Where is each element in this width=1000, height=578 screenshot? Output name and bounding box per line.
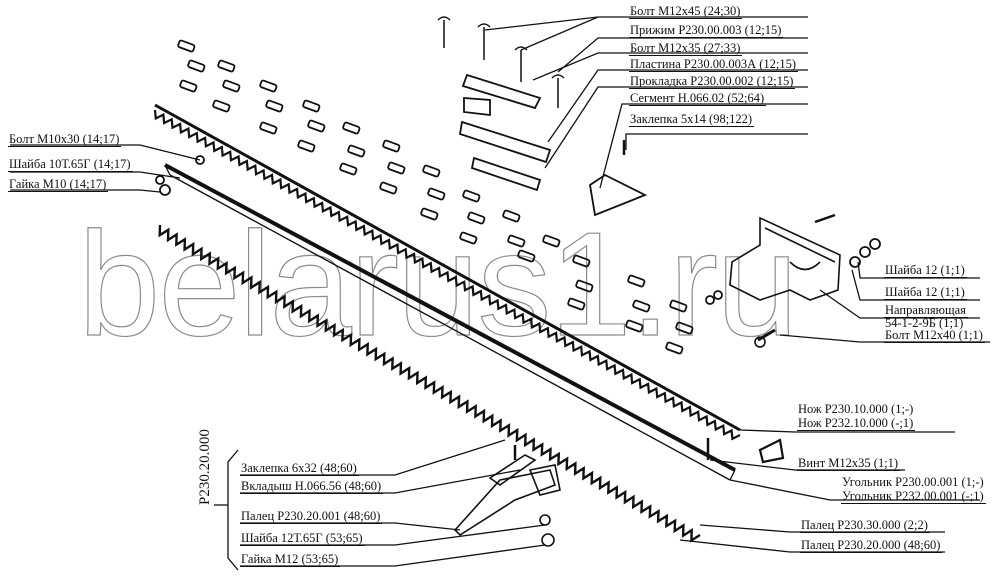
clip-part [625,319,644,333]
watermark-text: belarus1.ru [78,202,796,367]
clip-part [427,187,446,201]
clip-part [302,99,321,113]
label-bolt-m10x30: Болт М10х30 (14;17) [8,132,122,147]
clip-part [572,254,591,268]
clip-part [632,299,651,313]
clip-part [420,207,439,221]
label-vkladysh: Вкладыш Н.066.56 (48;60) [240,479,384,494]
label-ugolnik-230: Угольник Р230.00.001 (1;-) [842,475,984,489]
label-plastina: Пластина Р230.00.003А (12;15) [629,57,799,72]
clip-part [179,79,198,93]
cutter-bar [164,163,736,481]
label-ugolnik-232: Угольник Р232.00.001 (-;1) [841,489,986,504]
segment-part [589,173,648,217]
label-prizhim: Прижим Р230.00.003 (12;15) [629,23,784,38]
clip-part [297,139,316,153]
clip-part [542,234,561,248]
clip-part [387,161,406,175]
label-napravlyayushchaya-code: 54-1-2-9Б (1;1) [885,316,964,330]
clip-part [462,189,481,203]
label-palets-230-20-001: Палец Р230.20.001 (48;60) [240,509,383,524]
clip-part [669,299,688,313]
clip-part [575,279,594,293]
guard-fingers-row [158,224,701,543]
label-bolt-m12x35: Болт М12х35 (27;33) [629,41,743,56]
clip-part [347,144,366,158]
label-nozh-232: Нож Р232.10.000 (-;1) [797,416,916,431]
clip-part [675,321,694,335]
label-gaika-m12: Гайка М12 (53;65) [240,552,341,567]
label-palets-230-20-000: Палец Р230.20.000 (48;60) [800,538,943,553]
clip-part [502,209,521,223]
clip-part [222,79,241,93]
label-prokladka: Прокладка Р230.00.002 (12;15) [629,74,796,89]
clip-part [379,181,398,195]
angle-bracket [758,438,785,464]
knife-assembly [153,103,741,441]
label-zaklepka-6x32: Заклепка 6х32 (48;60) [240,461,359,476]
label-palets-230-30: Палец Р230.30.000 (2;2) [800,518,930,533]
clip-part [342,121,361,135]
plates [458,73,552,192]
label-bolt-m12x40: Болт М12х40 (1;1) [884,328,985,343]
label-zaklepka-5x14: Заклепка 5х14 (98;122) [629,112,755,127]
guide-bracket [729,213,841,348]
clip-part [177,39,196,53]
clip-part [567,297,586,311]
clip-part [339,162,358,176]
clip-part [217,59,236,73]
clip-part [307,119,326,133]
clip-part [259,79,278,93]
clip-part [665,341,684,355]
clip-part [507,234,526,248]
label-shaiba-12-b: Шайба 12 (1;1) [884,285,967,300]
label-shaiba-10t: Шайба 10Т.65Г (14;17) [8,157,133,172]
washers-right [155,155,881,305]
label-shaiba-12-a: Шайба 12 (1;1) [884,263,967,278]
clip-part [459,231,478,245]
group-id-label: Р230.20.000 [197,429,213,505]
label-shaiba-12t: Шайба 12Т.65Г (53;65) [240,531,365,546]
clip-part [627,274,646,288]
clip-part [212,99,231,113]
label-bolt-m12x45: Болт М12х45 (24;30) [629,4,743,19]
bolts-top [437,16,565,108]
clip-part [187,59,206,73]
label-gaika-m10: Гайка М10 (14;17) [8,177,109,192]
clip-part [467,211,486,225]
clip-part [382,139,401,153]
guard-finger-detail [453,445,561,547]
clip-part [422,164,441,178]
label-vint-m12x35: Винт М12х35 (1;1) [797,456,901,471]
label-nozh-230: Нож Р230.10.000 (1;-) [798,402,914,416]
clip-part [517,249,536,263]
label-napravlyayushchaya: Направляющая [884,303,968,318]
clip-part [265,99,284,113]
knife-clips [177,39,694,355]
label-segment: Сегмент Н.066.02 (52;64) [629,91,767,106]
clip-part [259,121,278,135]
